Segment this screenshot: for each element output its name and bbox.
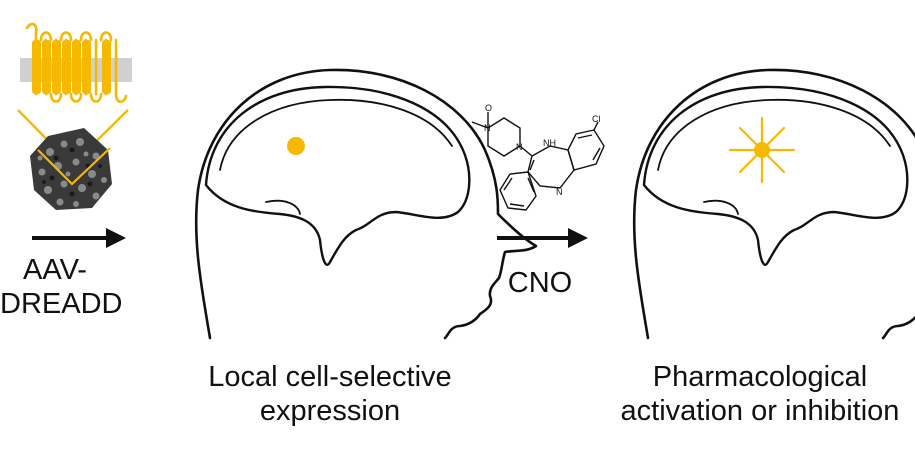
cno-molecule <box>471 112 605 211</box>
result1-label-line2: expression <box>259 395 401 427</box>
step2-label-text: CNO <box>507 267 573 299</box>
receptor-icon <box>20 22 132 104</box>
step1-label: AAV- DREADD <box>0 253 123 321</box>
brain-head-profile-icon-2 <box>632 68 915 340</box>
atom-o-minus: O <box>485 103 492 113</box>
step1-label-line1: AAV- <box>23 254 87 286</box>
expression-dot <box>287 137 305 155</box>
cno-atom-labels: N O N NH N Cl <box>484 103 601 197</box>
step2-label: CNO <box>490 266 590 300</box>
aav-capsid-icon <box>30 128 112 210</box>
atom-cl: Cl <box>592 114 601 124</box>
result1-label-line1: Local cell-selective <box>208 361 452 393</box>
result2-label-line1: Pharmacological <box>652 361 868 393</box>
arrow-2 <box>497 228 588 248</box>
step1-label-line2: DREADD <box>0 288 123 320</box>
atom-n-piperazine: N <box>516 142 523 152</box>
activation-burst-icon <box>728 116 796 184</box>
result2-label-line2: activation or inhibition <box>620 395 900 427</box>
result2-label: Pharmacological activation or inhibition <box>605 360 915 428</box>
arrow-1 <box>32 228 126 248</box>
atom-nh: NH <box>543 138 556 148</box>
atom-n-ring: N <box>556 187 563 197</box>
result1-label: Local cell-selective expression <box>170 360 490 428</box>
atom-n-plus: N <box>484 123 491 133</box>
